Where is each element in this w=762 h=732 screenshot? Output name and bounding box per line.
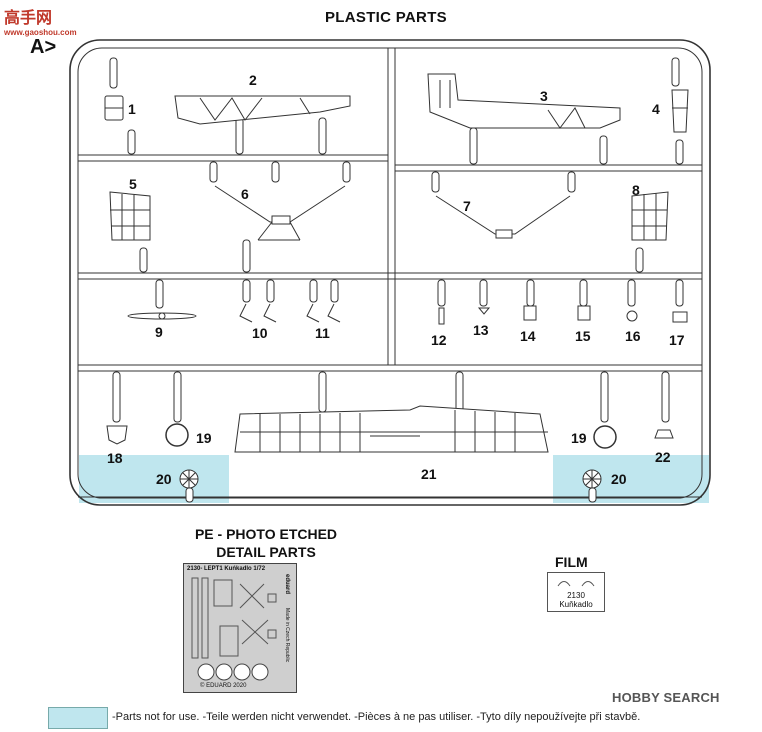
part-19-right-shape — [593, 425, 617, 449]
part-number-19-left: 19 — [196, 430, 212, 446]
pe-fret-label: 2130- LEPT1 Kuńkadlo 1/72 — [187, 566, 266, 572]
part-number-16: 16 — [625, 328, 641, 344]
site-watermark: 高手网 www.gaoshou.com — [4, 4, 77, 38]
unused-parts-swatch — [48, 707, 108, 729]
part-20-left-shape — [179, 469, 199, 489]
part-3-shape — [427, 73, 621, 129]
part-number-7: 7 — [463, 198, 471, 214]
part-number-2: 2 — [249, 72, 257, 88]
part-number-14: 14 — [520, 328, 536, 344]
film-sheet: 2130 Kuňkadlo — [547, 572, 605, 612]
part-number-9: 9 — [155, 324, 163, 340]
part-number-4: 4 — [652, 101, 660, 117]
film-windscreen-shapes — [557, 581, 595, 587]
part-number-1: 1 — [128, 101, 136, 117]
hobby-search-watermark: HOBBY SEARCH — [612, 690, 720, 705]
pe-title-line2: DETAIL PARTS — [216, 544, 316, 560]
part-number-8: 8 — [632, 182, 640, 198]
part-10-11-shapes — [239, 303, 341, 323]
pe-brand: eduard — [284, 574, 290, 595]
pe-title-line1: PE - PHOTO ETCHED — [194, 526, 338, 542]
part-19-left-shape — [165, 423, 189, 447]
pe-made-in: Made in Czech Republic — [284, 608, 290, 663]
sprue-diagram — [69, 39, 711, 506]
small-parts-shapes — [438, 305, 688, 325]
page-title: PLASTIC PARTS — [325, 9, 447, 26]
part-number-5: 5 — [129, 176, 137, 192]
part-number-19-right: 19 — [571, 430, 587, 446]
pe-fret: 2130- LEPT1 Kuńkadlo 1/72 eduard Made in… — [183, 563, 297, 693]
film-name: Kuňkadlo — [559, 600, 593, 609]
part-number-6: 6 — [241, 186, 249, 202]
part-6-shape — [214, 185, 346, 241]
part-number-17: 17 — [669, 332, 685, 348]
part-number-20-right: 20 — [611, 471, 627, 487]
film-code: 2130 — [567, 591, 585, 600]
unused-region-right — [553, 455, 709, 503]
part-number-15: 15 — [575, 328, 591, 344]
part-9-shape — [127, 312, 197, 320]
pe-fret-parts — [191, 577, 277, 681]
part-4-shape — [671, 89, 689, 133]
runners — [78, 48, 702, 498]
part-number-10: 10 — [252, 325, 268, 341]
part-20-right-shape — [582, 469, 602, 489]
gate-stubs — [109, 57, 684, 503]
film-title: FILM — [555, 554, 588, 570]
part-5-shape — [109, 191, 151, 241]
part-number-18: 18 — [107, 450, 123, 466]
watermark-logo: 高手网 — [4, 10, 53, 27]
part-21-shape — [234, 405, 549, 453]
part-number-21: 21 — [421, 466, 437, 482]
part-number-3: 3 — [540, 88, 548, 104]
part-number-12: 12 — [431, 332, 447, 348]
unused-parts-legend: -Parts not for use. -Teile werden nicht … — [112, 711, 641, 723]
sprue-frame — [69, 39, 711, 506]
part-8-shape — [631, 191, 669, 241]
pe-copyright: © EDUARD 2020 — [200, 683, 247, 689]
part-7-shape — [435, 195, 571, 239]
part-number-22: 22 — [655, 449, 671, 465]
watermark-url: www.gaoshou.com — [4, 28, 77, 37]
part-18-shape — [106, 425, 128, 445]
part-22-shape — [654, 429, 674, 439]
part-1-shape — [104, 95, 124, 121]
unused-region-left — [79, 455, 229, 503]
part-number-11: 11 — [315, 325, 330, 341]
part-number-13: 13 — [473, 322, 489, 338]
part-number-20-left: 20 — [156, 471, 172, 487]
part-2-shape — [174, 95, 351, 125]
sprue-label: A> — [30, 36, 57, 58]
pe-section-title: PE - PHOTO ETCHED DETAIL PARTS — [176, 525, 356, 561]
